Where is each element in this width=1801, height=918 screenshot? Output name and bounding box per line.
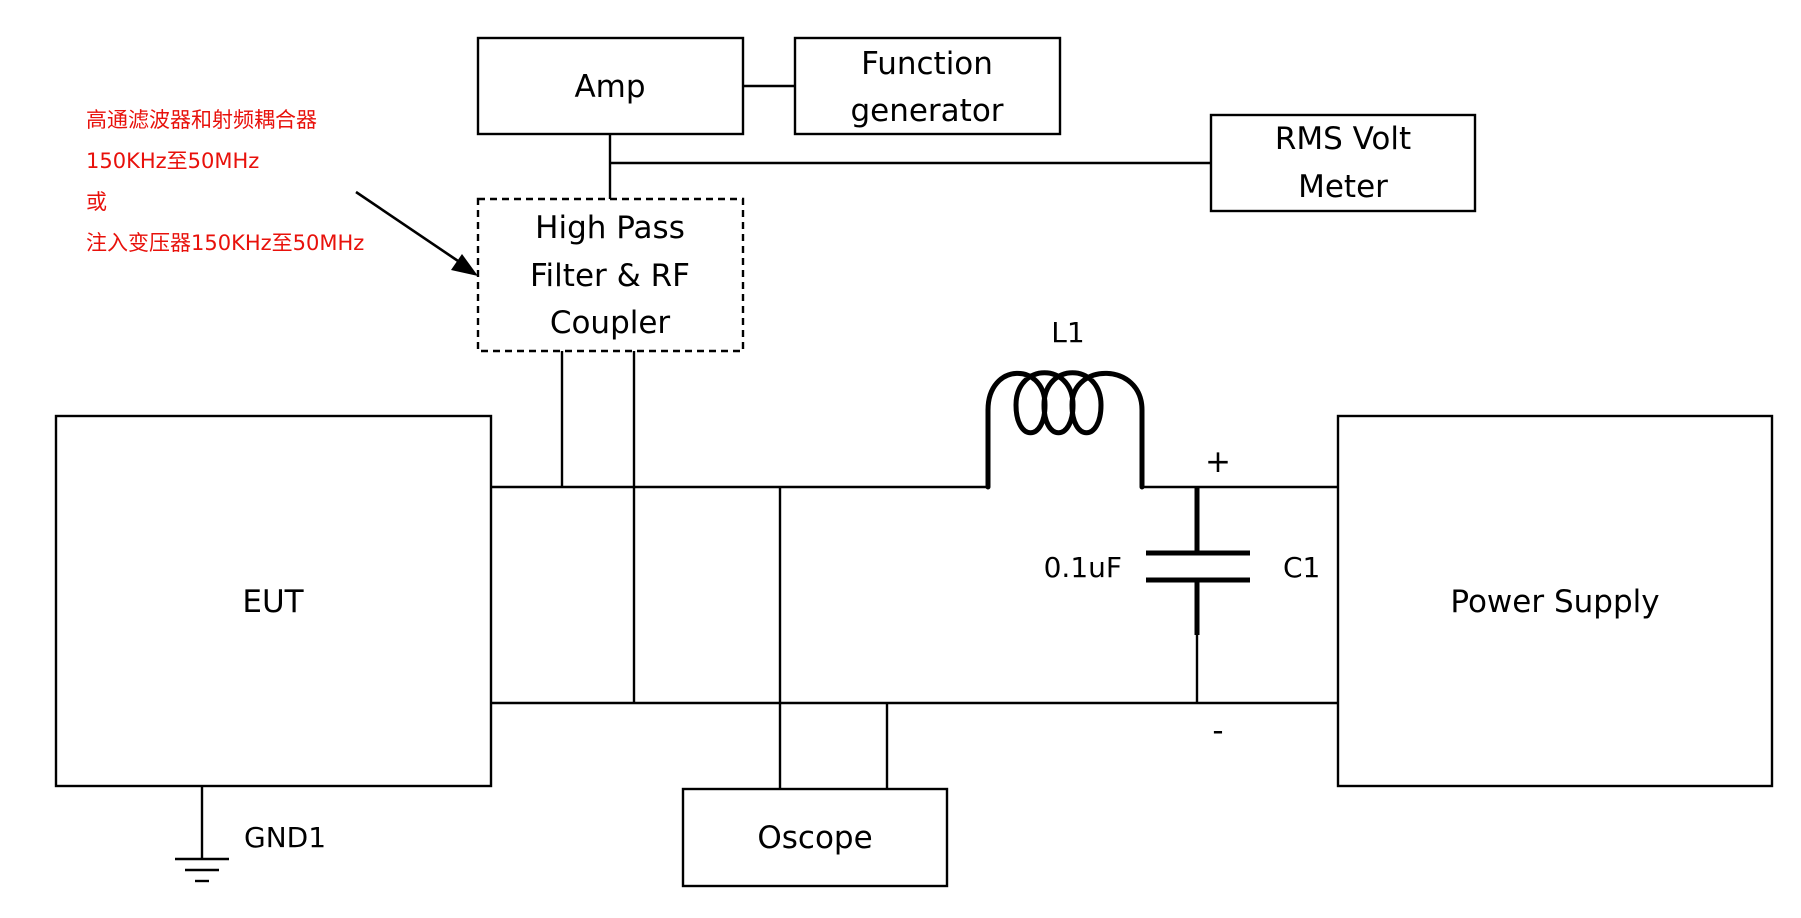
filter-coupler-block: High Pass Filter & RF Coupler bbox=[476, 197, 745, 353]
rms-volt-meter-label-line2: Meter bbox=[1298, 169, 1388, 205]
amp-block: Amp bbox=[476, 36, 745, 136]
power-supply-block: Power Supply bbox=[1336, 414, 1774, 788]
function-generator-label-line1: Function bbox=[861, 46, 993, 82]
rms-volt-meter-label-line1: RMS Volt bbox=[1275, 121, 1411, 157]
annotation-line-2: 150KHz至50MHz bbox=[86, 149, 259, 173]
annotation-line-3: 或 bbox=[86, 190, 107, 214]
annotation-line-4: 注入变压器150KHz至50MHz bbox=[86, 231, 364, 255]
inductor-ref-label: L1 bbox=[1051, 316, 1084, 349]
inductor-coil bbox=[985, 370, 1145, 490]
capacitor-value-label: 0.1uF bbox=[1044, 551, 1122, 584]
annotation-line-1: 高通滤波器和射频耦合器 bbox=[86, 108, 317, 132]
inductor-l1: L1 bbox=[985, 316, 1145, 490]
oscope-block: Oscope bbox=[681, 787, 949, 888]
signal-chain-wires bbox=[608, 84, 1211, 199]
filter-coupler-label-line2: Filter & RF bbox=[530, 258, 690, 294]
ground-label: GND1 bbox=[244, 821, 326, 854]
filter-coupler-label-line1: High Pass bbox=[535, 210, 685, 246]
plus-sign: + bbox=[1205, 444, 1231, 480]
filter-coupler-label-line3: Coupler bbox=[550, 305, 671, 341]
oscope-label: Oscope bbox=[757, 820, 872, 856]
minus-sign: - bbox=[1212, 713, 1223, 749]
eut-block: EUT bbox=[54, 414, 493, 788]
function-generator-label-line2: generator bbox=[850, 93, 1003, 129]
capacitor-ref-label: C1 bbox=[1283, 551, 1320, 584]
power-line-wires bbox=[491, 351, 1338, 789]
annotation-note: 高通滤波器和射频耦合器 150KHz至50MHz 或 注入变压器150KHz至5… bbox=[86, 108, 364, 255]
ground-symbol-icon bbox=[175, 786, 229, 883]
annotation-arrow-icon bbox=[355, 190, 478, 276]
capacitor-c1: 0.1uF C1 bbox=[1044, 487, 1320, 635]
rms-volt-meter-block: RMS Volt Meter bbox=[1209, 113, 1477, 213]
amp-label: Amp bbox=[574, 69, 645, 105]
function-generator-block: Function generator bbox=[793, 36, 1062, 136]
power-supply-label: Power Supply bbox=[1450, 584, 1659, 620]
eut-label: EUT bbox=[242, 584, 304, 620]
